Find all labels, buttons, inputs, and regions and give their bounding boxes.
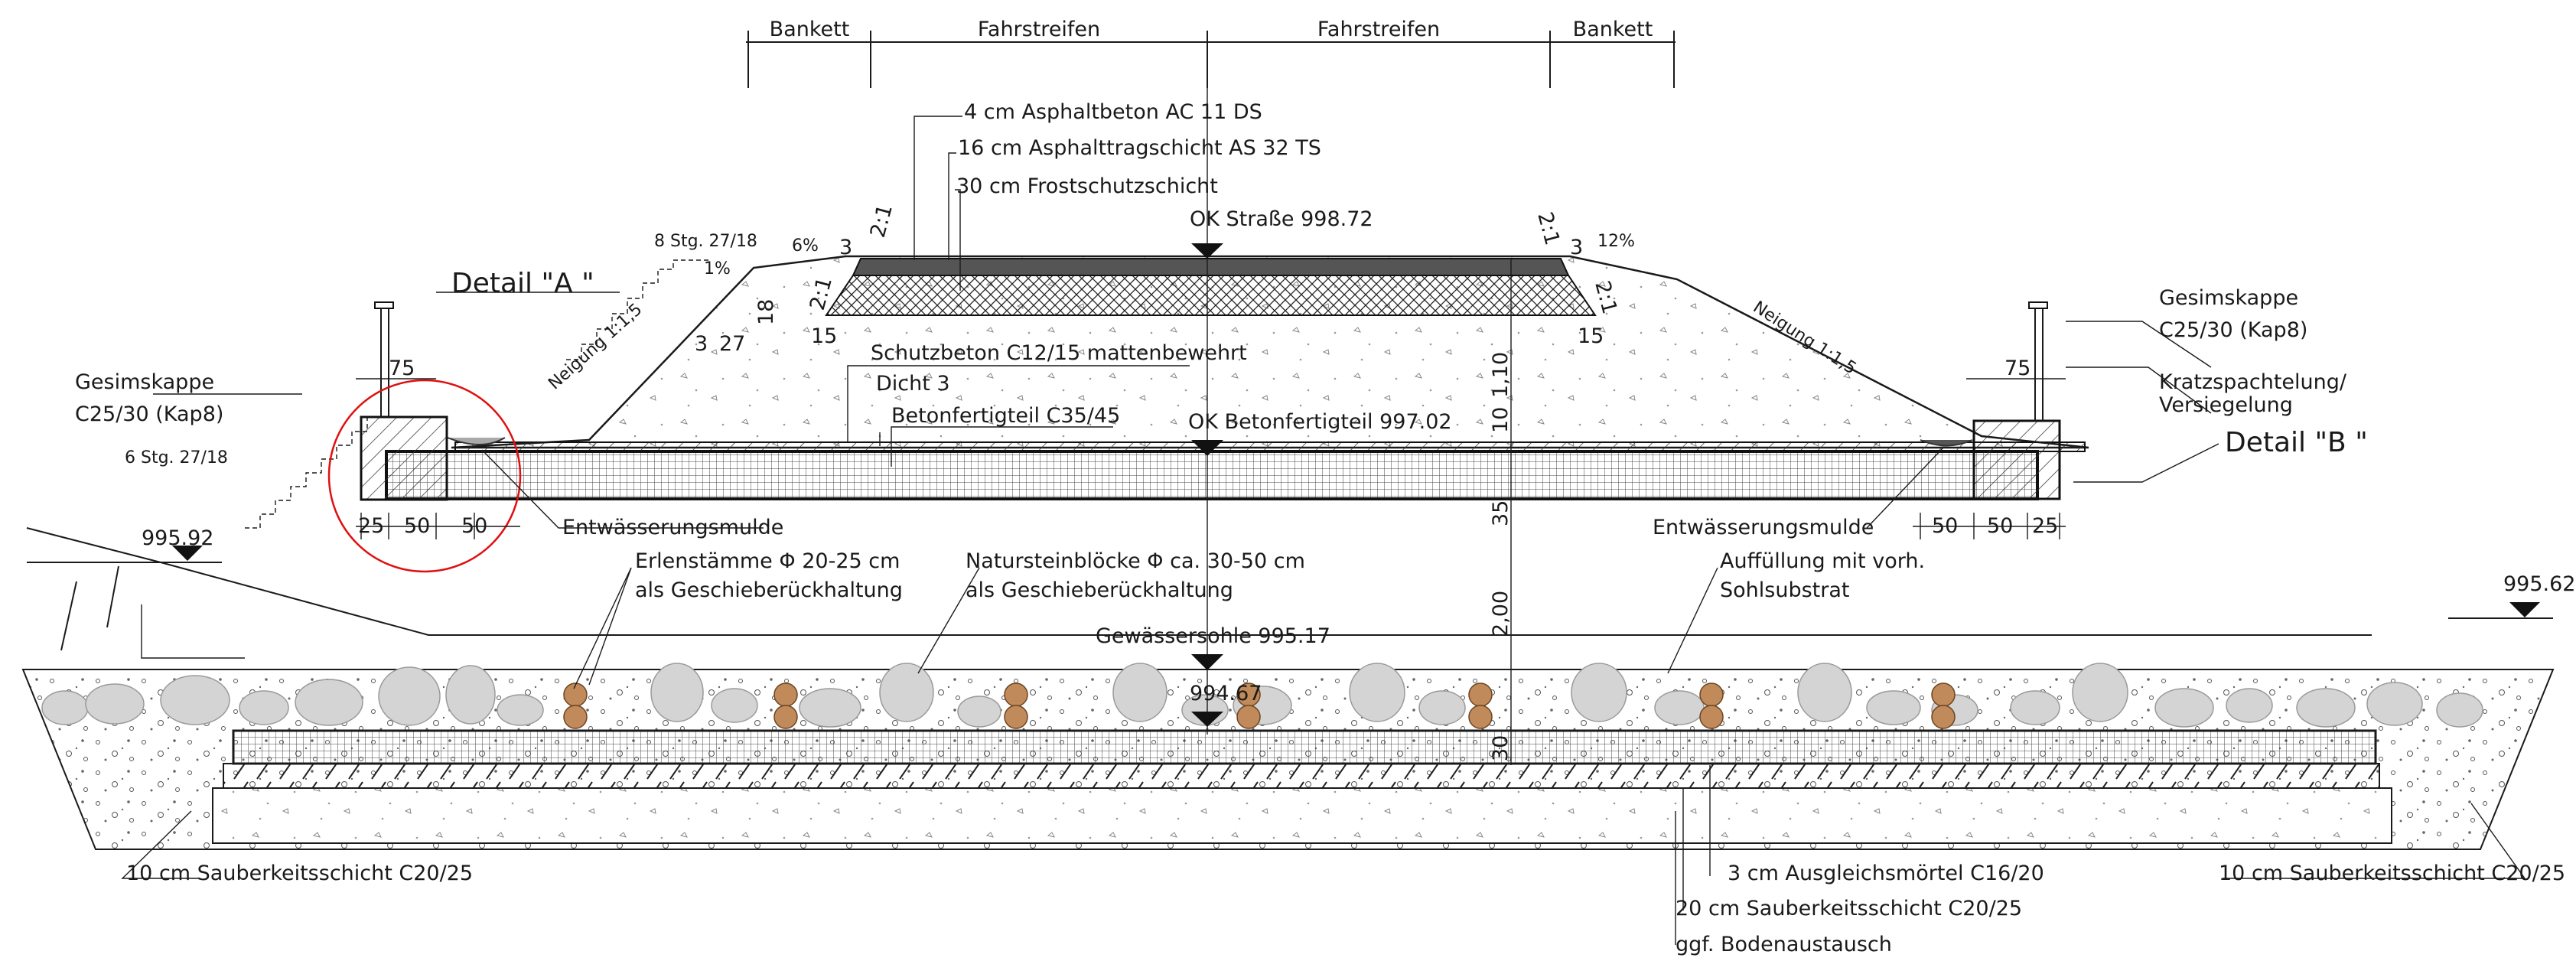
dim-18: 18 xyxy=(754,299,778,325)
label-gesims-right-2: C25/30 (Kap8) xyxy=(2159,318,2307,342)
dim-3-b: 3 xyxy=(1570,236,1583,259)
label-mulde-left: Entwässerungsmulde xyxy=(562,516,783,539)
level-marker-sohle xyxy=(1191,654,1223,670)
lane-label-bankett-left: Bankett xyxy=(770,18,850,41)
dim-v-30: 30 xyxy=(1489,735,1513,761)
level-marker-beton xyxy=(1191,440,1223,456)
label-gesims-left-2: C25/30 (Kap8) xyxy=(75,402,223,426)
vertical-dimensions: 1,10 10 35 2,00 30 xyxy=(1489,259,1519,765)
embankment xyxy=(245,255,2089,529)
dim-75-left: 75 xyxy=(389,357,415,380)
label-asphalt-base: 16 cm Asphalttragschicht AS 32 TS xyxy=(958,136,1321,160)
dim-25-left: 25 xyxy=(358,514,384,538)
left-dimensions: 75 25 50 50 15 15 2:1 2:1 2:1 2:1 3 3 18… xyxy=(356,202,1621,539)
label-stairs-top: 8 Stg. 27/18 xyxy=(654,232,757,251)
dim-21-c: 2:1 xyxy=(1532,210,1564,248)
dim-3-a: 3 xyxy=(839,236,852,259)
labels: 4 cm Asphaltbeton AC 11 DS 16 cm Asphalt… xyxy=(75,100,2565,956)
dim-25-right: 25 xyxy=(2032,514,2058,538)
level-marker-bottom xyxy=(1191,712,1223,727)
lane-label-fahrstreifen-left: Fahrstreifen xyxy=(978,18,1100,41)
label-gesims-left-1: Gesimskappe xyxy=(75,370,214,394)
label-schutzbeton: Schutzbeton C12/15 mattenbewehrt xyxy=(871,341,1247,365)
dim-15-left: 15 xyxy=(811,324,837,348)
label-boden: ggf. Bodenaustausch xyxy=(1676,933,1892,956)
dim-v-110: 1,10 xyxy=(1489,352,1513,398)
label-detail-b: Detail "B " xyxy=(2225,427,2368,458)
label-slope-small: 1% xyxy=(704,259,731,279)
label-auff-1: Auffüllung mit vorh. xyxy=(1720,549,1925,573)
label-erlen-2: als Geschieberückhaltung xyxy=(635,578,903,602)
center-axis xyxy=(1191,46,1223,735)
label-level-sohle: 994.67 xyxy=(1190,682,1262,705)
label-slope-top-left: 6% xyxy=(792,236,819,256)
dim-50-right-1: 50 xyxy=(1932,514,1958,538)
label-kratz-2: Versiegelung xyxy=(2159,393,2293,417)
label-ausgleich: 3 cm Ausgleichsmörtel C16/20 xyxy=(1728,862,2044,885)
dim-75-right: 75 xyxy=(2004,357,2031,380)
label-natur-1: Natursteinblöcke Φ ca. 30-50 cm xyxy=(966,549,1305,573)
label-gesims-right-1: Gesimskappe xyxy=(2159,286,2298,310)
label-asphalt-top: 4 cm Asphaltbeton AC 11 DS xyxy=(964,100,1262,124)
dim-3-c: 3 xyxy=(695,332,708,356)
dim-50-left-1: 50 xyxy=(404,514,430,538)
dim-27: 27 xyxy=(719,332,745,356)
label-auff-2: Sohlsubstrat xyxy=(1720,578,1849,602)
label-mulde-right: Entwässerungsmulde xyxy=(1653,516,1874,539)
right-dimensions: 75 50 50 25 xyxy=(1913,357,2066,539)
label-ok-betonfertigteil: OK Betonfertigteil 997.02 xyxy=(1188,410,1452,434)
dim-v-200: 2,00 xyxy=(1489,591,1513,637)
level-right: 995.62 xyxy=(2503,572,2575,596)
label-sauber-mid: 20 cm Sauberkeitsschicht C20/25 xyxy=(1676,897,2022,920)
label-stairs-lower: 6 Stg. 27/18 xyxy=(125,448,228,467)
level-marker-strasse xyxy=(1191,243,1223,259)
label-kratz-1: Kratzspachtelung/ xyxy=(2159,370,2347,394)
detail-a-circle xyxy=(327,379,522,573)
level-left: 995.92 xyxy=(142,526,213,550)
label-erlen-1: Erlenstämme Φ 20-25 cm xyxy=(635,549,900,573)
dim-50-left-2: 50 xyxy=(461,514,487,538)
dim-v-10: 10 xyxy=(1489,407,1513,433)
label-neigung-left: Neigung 1:1,5 xyxy=(545,300,646,394)
label-sohle: Gewässersohle 995.17 xyxy=(1096,624,1330,648)
dim-v-35: 35 xyxy=(1489,500,1513,526)
label-slope-top-right: 12% xyxy=(1597,232,1635,251)
lane-label-bankett-right: Bankett xyxy=(1573,18,1653,41)
lane-label-fahrstreifen-right: Fahrstreifen xyxy=(1317,18,1440,41)
label-ok-strasse: OK Straße 998.72 xyxy=(1190,207,1373,231)
foundation xyxy=(21,669,2555,850)
dim-15-right: 15 xyxy=(1578,324,1604,348)
leaders xyxy=(121,116,2526,945)
label-detail-a: Detail "A " xyxy=(451,268,594,299)
label-natur-2: als Geschieberückhaltung xyxy=(966,578,1233,602)
label-betonfertigteil: Betonfertigteil C35/45 xyxy=(891,404,1120,428)
deck xyxy=(360,301,2086,501)
label-dicht: Dicht 3 xyxy=(876,372,950,396)
label-sauber-right: 10 cm Sauberkeitsschicht C20/25 xyxy=(2219,862,2565,885)
lane-dimension: Bankett Fahrstreifen Fahrstreifen Banket… xyxy=(746,18,1676,88)
dim-50-right-2: 50 xyxy=(1987,514,2013,538)
label-frost: 30 cm Frostschutzschicht xyxy=(956,174,1218,198)
logs xyxy=(563,682,1956,729)
label-sauber-left: 10 cm Sauberkeitsschicht C20/25 xyxy=(126,862,473,885)
dim-21-a: 2:1 xyxy=(866,202,897,240)
